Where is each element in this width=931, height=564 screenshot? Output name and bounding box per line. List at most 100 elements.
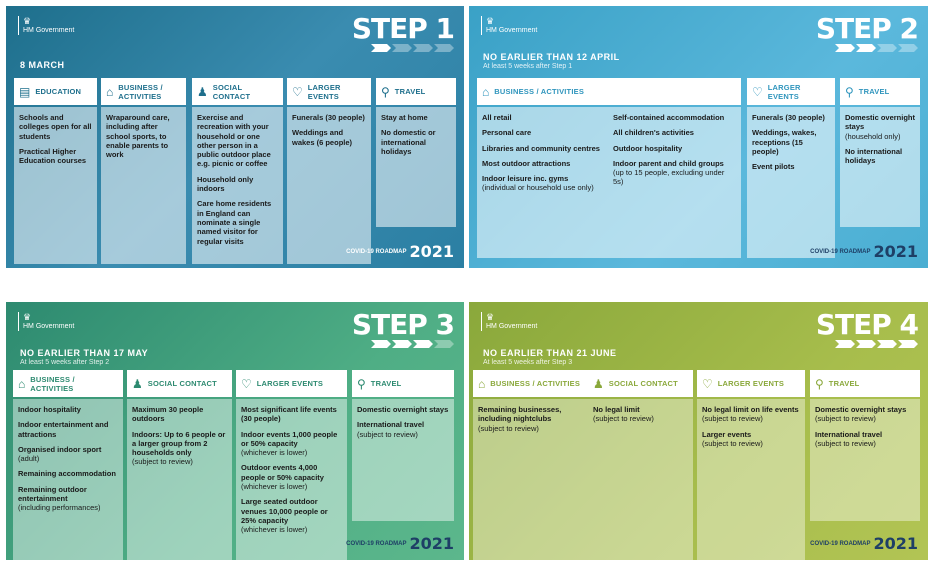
list-item: Remaining outdoor entertainment(includin… (18, 485, 118, 513)
column-header: ⚲TRAVEL (352, 370, 454, 397)
step-2-panel: ♛HM Government STEP 2 NO EARLIER THAN 12… (469, 6, 928, 268)
list-item: Stay at home (381, 113, 428, 122)
column-title: LARGER EVENTS (307, 82, 341, 101)
step-3-panel: ♛HM Government STEP 3 NO EARLIER THAN 17… (6, 302, 464, 560)
item-text: Indoors: Up to 6 people or a larger grou… (132, 429, 226, 458)
step-chevrons (835, 340, 918, 348)
column-header: ⚲TRAVEL (376, 78, 456, 105)
column-title: SOCIAL CONTACT (147, 379, 217, 388)
column-title: BUSINESS / ACTIVITIES (494, 87, 585, 96)
column-title: LARGER EVENTS (767, 82, 801, 101)
item-note: (adult) (18, 454, 40, 464)
item-note: (up to 15 people, excluding under 5s) (613, 168, 725, 187)
list-item: Personal care (482, 128, 605, 137)
item-text: Indoor events 1,000 people or 50% capaci… (241, 429, 338, 448)
column-header: ♡ LARGER EVENTS (697, 370, 805, 397)
step-date: NO EARLIER THAN 17 MAY (20, 348, 149, 358)
crest-icon: ♛ (486, 312, 495, 322)
column-header: ♟ SOCIAL CONTACT (192, 78, 283, 105)
step-subtitle: At least 5 weeks after Step 3 (483, 359, 573, 366)
item-text: All children's activities (613, 128, 694, 138)
education-icon: ▤ (19, 84, 31, 99)
step-chevrons (371, 44, 454, 52)
column-title: TRAVEL (828, 379, 860, 388)
item-note: (subject to review) (478, 423, 539, 433)
step-1-panel: ♛HM Government STEP 1 8 MARCH ▤EDUCATION… (6, 6, 464, 268)
list-item: Larger events(subject to review) (702, 430, 800, 449)
list-item: Large seated outdoor venues 10,000 peopl… (241, 497, 342, 534)
list-item: No legal limit(subject to review) (593, 405, 688, 424)
step-title: STEP 1 (351, 12, 455, 45)
item-text: Indoor leisure inc. gyms (482, 174, 569, 184)
chevron-icon (413, 44, 433, 52)
chevron-icon (877, 340, 897, 348)
list-item: International travel(subject to review) (357, 420, 449, 439)
hm-government-logo: ♛HM Government (481, 16, 537, 35)
item-text: Indoor parent and child groups (613, 158, 724, 168)
list-item: No international holidays (845, 147, 915, 166)
list-item: Care home residents in England can nomin… (197, 199, 272, 246)
item-note: (subject to review) (132, 457, 193, 467)
larger-column: ♡ LARGER EVENTS No legal limit on life eve… (697, 370, 805, 560)
roadmap-label: COVID-19 ROADMAP (346, 248, 407, 255)
chevron-icon (835, 44, 855, 52)
gov-label: HM Government (23, 27, 75, 34)
item-text: Remaining accommodation (18, 469, 116, 479)
item-note: (subject to review) (357, 429, 418, 439)
column-header: ♡LARGER EVENTS (287, 78, 371, 105)
step-subtitle: At least 5 weeks after Step 1 (483, 63, 573, 70)
list-item: Outdoor hospitality (613, 144, 736, 153)
column-body: Domestic overnight stays(subject to revi… (810, 399, 920, 521)
list-item: Remaining businesses, including nightclu… (478, 405, 583, 433)
column-header: ♡LARGER EVENTS (236, 370, 347, 397)
list-item: Practical Higher Education courses (19, 146, 87, 166)
chevron-icon (434, 44, 454, 52)
column-title: SOCIAL CONTACT (608, 379, 678, 388)
item-note: (whichever is lower) (241, 525, 308, 535)
item-text: Self-contained accommodation (613, 113, 725, 122)
list-item: Organised indoor sport(adult) (18, 445, 118, 464)
person-icon: ♟ (197, 84, 208, 99)
list-item: Remaining accommodation (18, 469, 118, 478)
column-header: ♟SOCIAL CONTACT (588, 370, 693, 397)
column-title: EDUCATION (35, 87, 82, 96)
list-item: Domestic overnight stays(subject to revi… (815, 405, 915, 424)
column-body: No legal limit on life events(subject to… (697, 399, 805, 560)
list-item: Domestic overnight stays(household only) (845, 113, 915, 141)
list-item: Indoor entertainment and attractions (18, 420, 118, 439)
chevron-icon (898, 44, 918, 52)
list-item: Indoor hospitality (18, 405, 118, 414)
roadmap-year: 2021 (409, 242, 454, 261)
list-item: International travel(subject to review) (815, 430, 915, 449)
chevron-icon (856, 44, 876, 52)
column-title: LARGER EVENTS (717, 379, 785, 388)
step-title: STEP 3 (351, 308, 455, 341)
list-item: All retail (482, 113, 605, 122)
item-text: Organised indoor sport (18, 444, 102, 454)
heart-icon: ♡ (241, 376, 252, 391)
column-body: Funerals (30 people)Weddings, wakes, rec… (747, 107, 835, 258)
item-note: (subject to review) (815, 414, 876, 424)
step-chevrons (835, 44, 918, 52)
column-body: No legal limit(subject to review) (588, 399, 693, 560)
list-item: Domestic overnight stays (357, 405, 449, 414)
step-subtitle: At least 5 weeks after Step 2 (20, 359, 110, 366)
column-title: SOCIAL CONTACT (212, 82, 251, 101)
item-note: (whichever is lower) (241, 482, 308, 492)
chevron-icon (856, 340, 876, 348)
item-text: Outdoor events 4,000 people or 50% capac… (241, 463, 324, 482)
roadmap-year: 2021 (873, 534, 918, 553)
heart-icon: ♡ (702, 376, 713, 391)
